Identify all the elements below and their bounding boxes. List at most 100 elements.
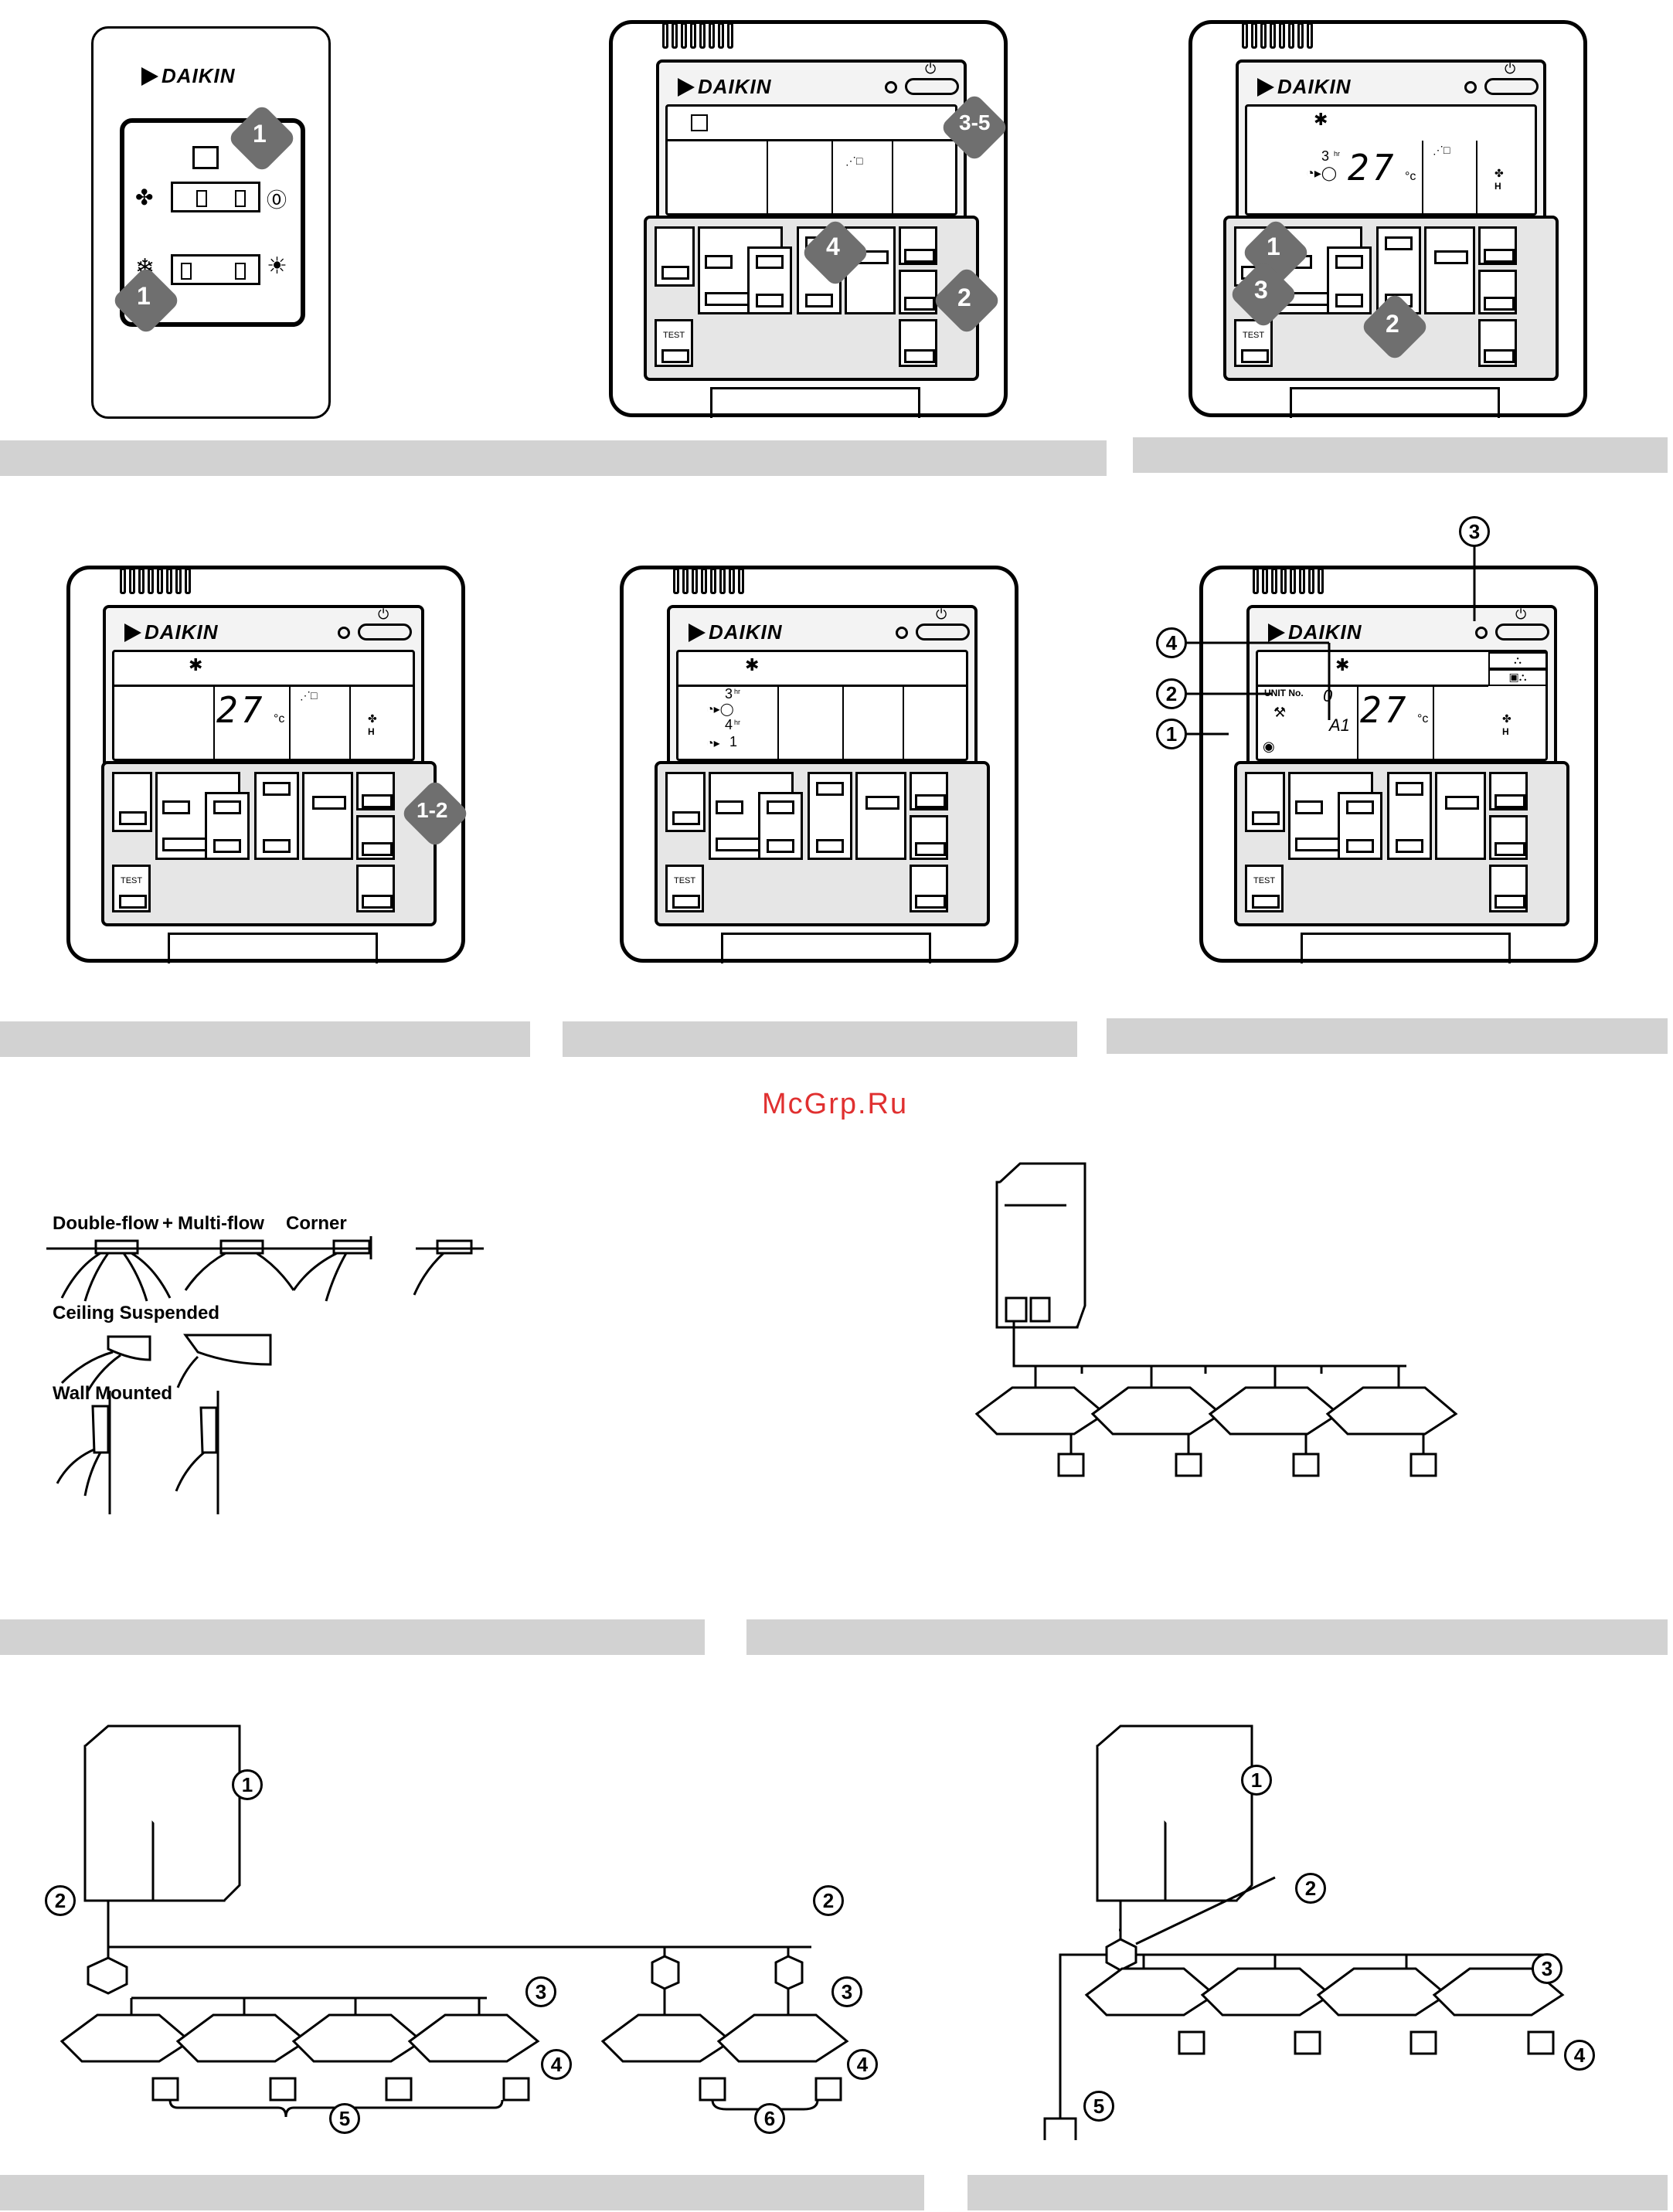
swing-button[interactable] (1484, 249, 1515, 263)
filter-button[interactable] (362, 895, 393, 909)
timer-off-value-2: 1 (729, 734, 738, 749)
temp-up-button[interactable] (816, 782, 844, 796)
swing-button[interactable] (904, 249, 935, 263)
mode-button[interactable] (1252, 811, 1280, 825)
remote-controller-4: DAIKIN ⏻ ✱ 27 °c ⋰□ ✤ H TEST 1-2 (66, 566, 471, 963)
filter-button[interactable] (1494, 895, 1525, 909)
mode-button[interactable] (661, 266, 689, 280)
step-badge: 1 (137, 282, 151, 310)
timer-mode-button[interactable] (162, 800, 190, 814)
timer-down-button[interactable] (213, 839, 241, 853)
power-icon: ⏻ (925, 61, 937, 76)
timer-reserve-button[interactable] (705, 292, 750, 306)
timer-mode-button[interactable] (1295, 800, 1323, 814)
test-button[interactable] (1241, 349, 1269, 363)
fan-speed-button[interactable] (362, 842, 393, 856)
timer-down-button[interactable] (767, 839, 794, 853)
remote-controller-3: DAIKIN ⏻ ✱ 3 hr ◔▸◯ 27 °c ⋰□ ✤ H TEST 1 … (1188, 20, 1587, 418)
filter-button[interactable] (904, 349, 935, 363)
brand-logo: DAIKIN (678, 75, 772, 99)
ventilation-button[interactable] (1445, 796, 1479, 810)
timer-off-value: 4 (725, 717, 733, 732)
temp-up-button[interactable] (263, 782, 291, 796)
callout-bs-unit-2: 2 (813, 1885, 844, 1916)
temp-down-button[interactable] (263, 839, 291, 853)
cool-mode-icon: ✱ (745, 655, 760, 674)
temp-down-button[interactable] (816, 839, 844, 853)
power-button[interactable] (905, 78, 959, 95)
fan-speed-button[interactable] (1494, 842, 1525, 856)
test-button[interactable] (119, 895, 147, 909)
ventilation-button[interactable] (312, 796, 346, 810)
fan-speed-button[interactable] (904, 297, 935, 311)
swing-button[interactable] (362, 794, 393, 808)
fan-speed-button[interactable] (915, 842, 946, 856)
timer-up-button[interactable] (1346, 800, 1374, 814)
battery-cover (721, 933, 931, 963)
timer-mode-button[interactable] (705, 255, 733, 269)
timer-down-button[interactable] (1346, 839, 1374, 853)
operation-lamp (1475, 627, 1488, 639)
section-bar-2 (1133, 437, 1668, 473)
power-button[interactable] (358, 624, 412, 640)
temp-down-button[interactable] (1396, 839, 1423, 853)
swing-group (899, 226, 937, 265)
section-bar-8 (0, 2175, 924, 2210)
louver-icon (192, 146, 219, 169)
temp-unit: °c (1417, 712, 1429, 725)
test-label: TEST (674, 876, 696, 885)
power-icon: ⏻ (936, 607, 947, 622)
brand-logo: DAIKIN (124, 620, 219, 644)
timer-off-icon: ◔▸ (706, 737, 720, 750)
fan-mode-switch[interactable] (171, 182, 260, 212)
test-button[interactable] (672, 895, 700, 909)
remote-controller-5: DAIKIN ⏻ ✱ 3 hr ◔▸◯ 4 hr ◔▸ 1 TEST (620, 566, 1018, 963)
brand-logo: DAIKIN (1257, 75, 1352, 99)
swing-button[interactable] (915, 794, 946, 808)
mode-button[interactable] (119, 811, 147, 825)
ventilation-button[interactable] (865, 796, 899, 810)
mode-button[interactable] (672, 811, 700, 825)
timer-up-button[interactable] (1335, 255, 1363, 269)
ventilation-button[interactable] (1434, 250, 1468, 264)
timer-down-button[interactable] (1335, 294, 1363, 308)
power-button[interactable] (1484, 78, 1539, 95)
temp-down-button[interactable] (805, 294, 833, 308)
callout-remote: 4 (1564, 2040, 1595, 2071)
watermark: McGrp.Ru (762, 1088, 909, 1120)
temp-up-button[interactable] (1385, 236, 1413, 250)
timer-reserve-button[interactable] (716, 838, 760, 851)
cool-heat-switch[interactable] (171, 254, 260, 285)
filter-button[interactable] (915, 895, 946, 909)
temp-unit: °c (274, 712, 285, 725)
changeover-icon: ▣⛬ (1488, 669, 1547, 686)
wrench-icon: ⚒ (1273, 705, 1287, 720)
system-diagram-single (974, 1162, 1458, 1477)
fan-group (899, 270, 937, 314)
brand-logo: DAIKIN (141, 64, 236, 88)
plus-label: + (162, 1213, 174, 1234)
timer-down-button[interactable] (756, 294, 784, 308)
timer-on-value: 3 (725, 686, 733, 702)
timer-up-button[interactable] (213, 800, 241, 814)
test-button[interactable] (661, 349, 689, 363)
filter-button[interactable] (1484, 349, 1515, 363)
temp-up-button[interactable] (1396, 782, 1423, 796)
timer-reserve-button[interactable] (162, 838, 207, 851)
battery-cover (1290, 387, 1500, 418)
test-button[interactable] (1252, 895, 1280, 909)
swing-button[interactable] (1494, 794, 1525, 808)
timer-up-button[interactable] (767, 800, 794, 814)
power-button[interactable] (1495, 624, 1549, 640)
power-button[interactable] (916, 624, 970, 640)
fan-speed-button[interactable] (1484, 297, 1515, 311)
timer-up-button[interactable] (756, 255, 784, 269)
operation-lamp (896, 627, 908, 639)
lcd-screen: ⋰□ (665, 104, 957, 216)
fan-icon: ✤ (1494, 167, 1504, 179)
timer-mode-button[interactable] (716, 800, 743, 814)
test-label: TEST (121, 876, 143, 885)
timer-reserve-button[interactable] (1295, 838, 1340, 851)
unit-no-label: UNIT No. (1264, 688, 1304, 698)
switch-box-panel: DAIKIN ✤ ⓪ ❄ ☀ 1 1 (91, 26, 331, 419)
